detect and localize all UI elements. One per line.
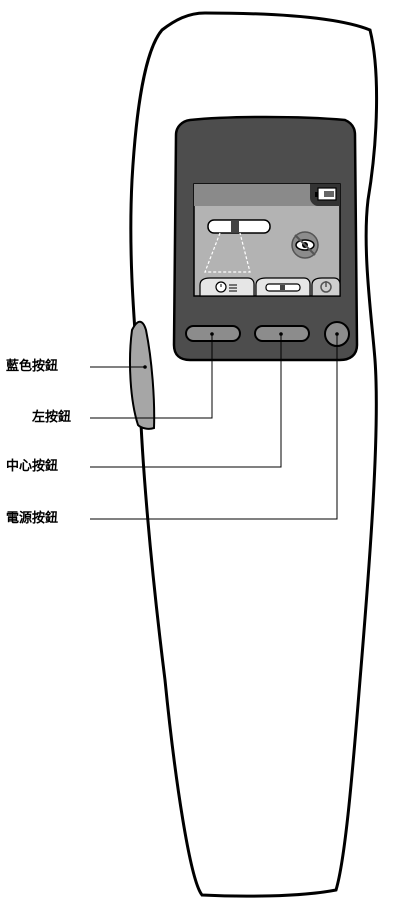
- leader-line-power: [90, 334, 338, 520]
- tab-slider[interactable]: [255, 277, 311, 297]
- battery-icon: [315, 187, 337, 201]
- callout-center-button: 中心按鈕: [6, 459, 59, 474]
- screen-slider-indicator: [204, 219, 271, 273]
- callout-left-button: 左按鈕: [32, 410, 72, 425]
- tab-power[interactable]: [311, 277, 341, 297]
- tab-clock-list[interactable]: [199, 277, 255, 297]
- eye-crossed-icon: [291, 231, 319, 259]
- callout-power-button: 電源按鈕: [6, 511, 59, 526]
- leader-line-center: [90, 334, 282, 468]
- side-blue-button[interactable]: [129, 320, 156, 430]
- leader-line-left: [90, 334, 213, 419]
- screen-header: [194, 184, 340, 206]
- callout-blue-button: 藍色按鈕: [6, 359, 59, 374]
